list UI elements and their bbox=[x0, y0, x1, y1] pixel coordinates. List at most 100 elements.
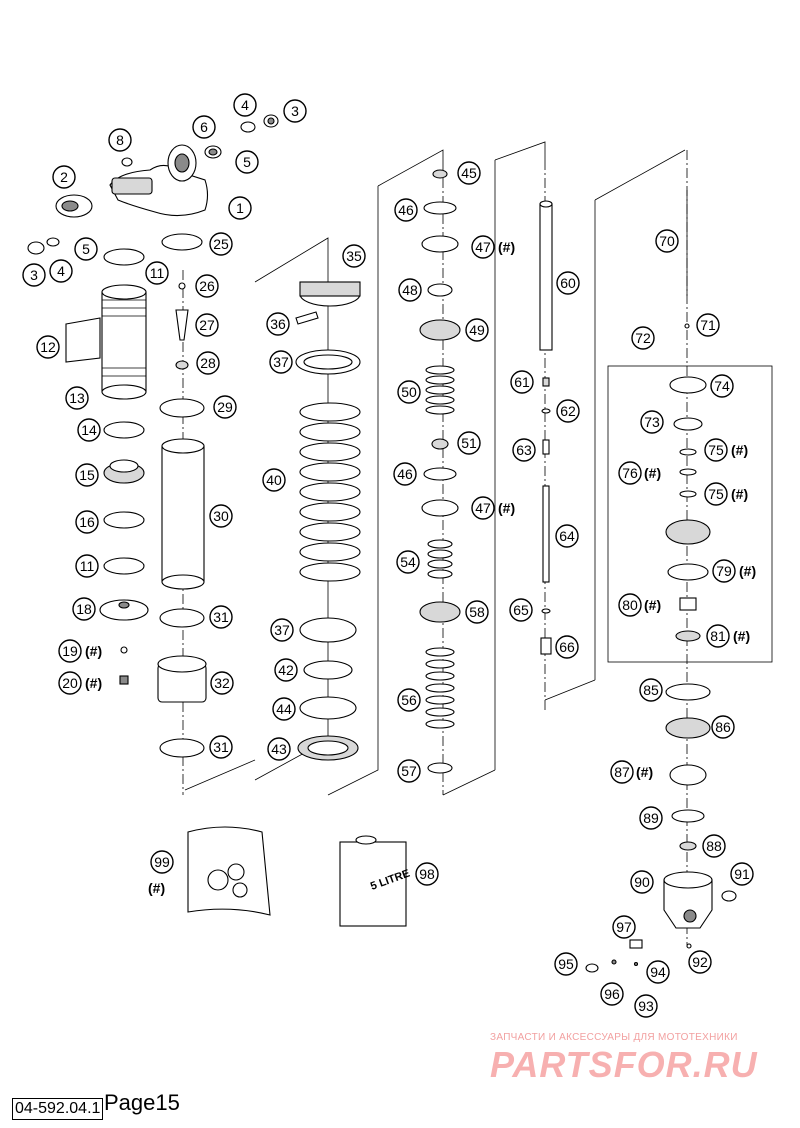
callout-number: 86 bbox=[715, 719, 731, 735]
callout-number: 71 bbox=[700, 317, 716, 333]
callout-number: 27 bbox=[199, 317, 215, 333]
callout-circle bbox=[397, 759, 421, 783]
callout-5: 5 bbox=[74, 237, 98, 261]
callout-circle bbox=[457, 431, 481, 455]
callout-2: 2 bbox=[52, 165, 76, 189]
callout-hash-marker: (#) bbox=[148, 880, 165, 896]
callout-circle bbox=[235, 150, 259, 174]
callout-circle bbox=[393, 462, 417, 486]
callout-11: 11 bbox=[75, 554, 99, 578]
callout-circle bbox=[556, 399, 580, 423]
callout-circle bbox=[612, 915, 636, 939]
callout-14: 14 bbox=[77, 418, 101, 442]
callout-58: 58 bbox=[465, 600, 489, 624]
callout-circle bbox=[730, 862, 754, 886]
callout-hash-marker: (#) bbox=[739, 563, 756, 579]
callout-number: 37 bbox=[273, 354, 289, 370]
callout-94: 94 bbox=[646, 960, 670, 984]
callout-circle bbox=[555, 524, 579, 548]
accessories: 5 LITRE bbox=[187, 826, 412, 927]
callout-circle bbox=[631, 326, 655, 350]
callout-number: 76 bbox=[622, 465, 638, 481]
column-piston-rod bbox=[539, 200, 553, 655]
callout-number: 19 bbox=[62, 643, 78, 659]
callout-circle bbox=[342, 244, 366, 268]
callout-circle bbox=[634, 994, 658, 1018]
callout-number: 61 bbox=[514, 374, 530, 390]
callout-64: 64 bbox=[555, 524, 579, 548]
column-spring bbox=[295, 281, 361, 761]
callout-circle bbox=[195, 313, 219, 337]
callout-number: 92 bbox=[692, 954, 708, 970]
callout-circle bbox=[710, 374, 734, 398]
callout-circle bbox=[706, 624, 730, 648]
shim-stack-lower bbox=[425, 647, 455, 729]
callout-circle bbox=[415, 862, 439, 886]
callout-45: 45 bbox=[457, 161, 481, 185]
callout-hash-marker: (#) bbox=[498, 500, 515, 516]
callout-number: 4 bbox=[57, 263, 65, 279]
callout-30: 30 bbox=[209, 504, 233, 528]
callout-number: 47 bbox=[475, 500, 491, 516]
callout-25: 25 bbox=[209, 232, 233, 256]
callout-31: 31 bbox=[209, 605, 233, 629]
callout-circle bbox=[233, 93, 257, 117]
callout-circle bbox=[471, 235, 495, 259]
callout-circle bbox=[209, 735, 233, 759]
callout-number: 43 bbox=[271, 741, 287, 757]
callout-number: 11 bbox=[150, 265, 165, 281]
callout-circle bbox=[213, 395, 237, 419]
callout-number: 26 bbox=[199, 278, 215, 294]
callout-71: 71 bbox=[696, 313, 720, 337]
callout-96: 96 bbox=[600, 982, 624, 1006]
callout-80: 80(#) bbox=[618, 593, 661, 617]
callout-circle bbox=[696, 313, 720, 337]
callout-27: 27 bbox=[195, 313, 219, 337]
callout-54: 54 bbox=[396, 550, 420, 574]
callout-32: 32 bbox=[210, 671, 234, 695]
callout-circle bbox=[65, 386, 89, 410]
callout-number: 87 bbox=[614, 764, 630, 780]
callout-number: 1 bbox=[236, 200, 244, 216]
callout-circle bbox=[195, 274, 219, 298]
callout-circle bbox=[74, 237, 98, 261]
callout-circle bbox=[397, 688, 421, 712]
callout-47: 47 (#) bbox=[471, 496, 515, 520]
callout-circle bbox=[192, 115, 216, 139]
callout-number: 6 bbox=[200, 119, 208, 135]
callout-number: 35 bbox=[346, 248, 362, 264]
callout-28: 28 bbox=[196, 351, 220, 375]
callout-circle bbox=[75, 510, 99, 534]
callout-circle bbox=[655, 229, 679, 253]
spring-coils bbox=[299, 402, 361, 582]
callout-circle bbox=[618, 593, 642, 617]
callout-44: 44 bbox=[272, 697, 296, 721]
callout-85: 85 bbox=[639, 678, 663, 702]
callout-number: 96 bbox=[604, 986, 620, 1002]
callout-circle bbox=[36, 335, 60, 359]
callout-circle bbox=[396, 550, 420, 574]
callout-number: 46 bbox=[398, 202, 414, 218]
callout-circle bbox=[457, 161, 481, 185]
callout-3: 3 bbox=[22, 263, 46, 287]
watermark-logo: PARTSFOR.RU bbox=[490, 1044, 758, 1085]
callout-circle bbox=[209, 504, 233, 528]
callout-circle bbox=[639, 806, 663, 830]
callout-number: 13 bbox=[69, 390, 85, 406]
callout-circle bbox=[75, 463, 99, 487]
callout-number: 40 bbox=[266, 472, 282, 488]
callout-number: 49 bbox=[469, 322, 485, 338]
callout-circle bbox=[556, 271, 580, 295]
callout-hash-marker: (#) bbox=[731, 486, 748, 502]
callout-circle bbox=[52, 165, 76, 189]
callout-72: 72 bbox=[631, 326, 655, 350]
callout-number: 14 bbox=[81, 422, 97, 438]
callout-number: 16 bbox=[79, 514, 95, 530]
callout-60: 60 bbox=[556, 271, 580, 295]
callout-hash-marker: (#) bbox=[85, 643, 102, 659]
callout-hash-marker: (#) bbox=[636, 764, 653, 780]
callout-number: 98 bbox=[419, 866, 435, 882]
callout-15: 15 bbox=[75, 463, 99, 487]
callout-66: 66 bbox=[555, 635, 579, 659]
callout-90: 90 bbox=[630, 870, 654, 894]
